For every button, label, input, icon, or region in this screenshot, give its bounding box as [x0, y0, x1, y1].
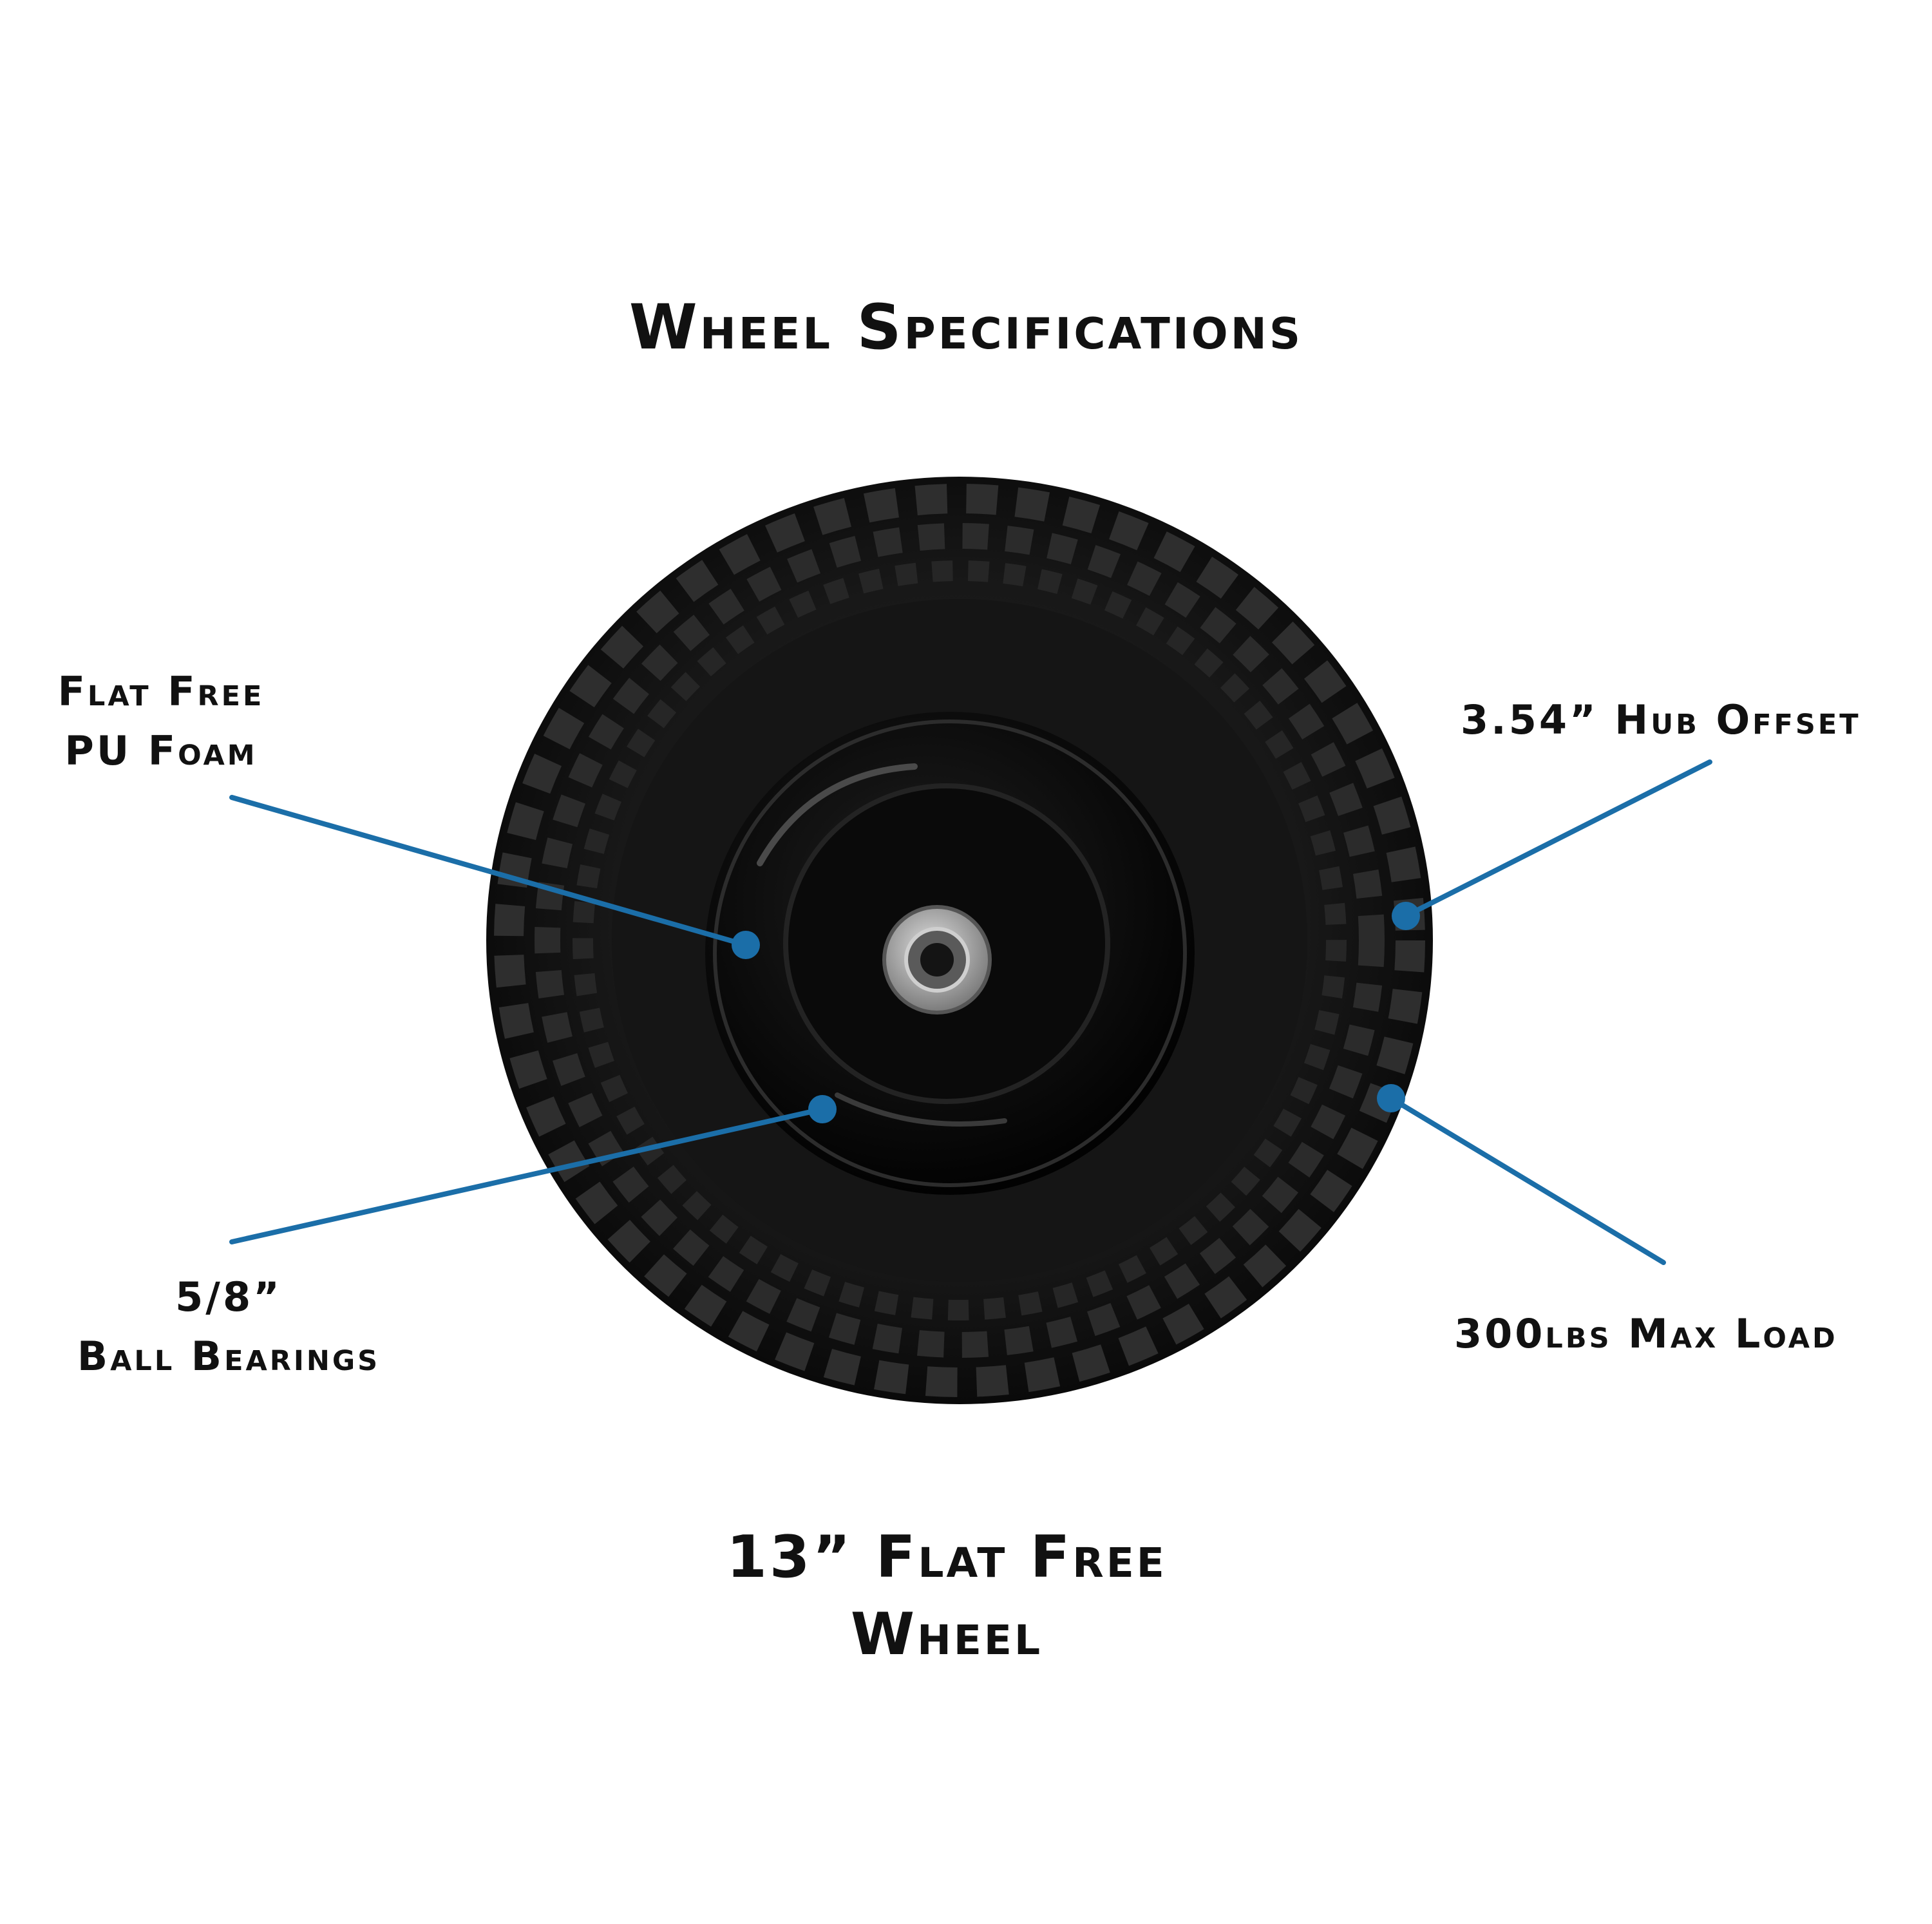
callout-dots	[732, 902, 1420, 1123]
callout-line-bearings	[229, 1107, 825, 1244]
wheel-caption-line2: Wheel	[850, 1601, 1043, 1668]
page-title: Wheel Specifications	[629, 291, 1303, 363]
callout-dot-flat-free	[732, 931, 760, 959]
callout-bearings-line1: 5/8”	[175, 1273, 282, 1320]
hub-bearing	[882, 905, 992, 1014]
callout-dot-max-load	[1377, 1084, 1405, 1112]
callout-line-hub-offset	[1403, 759, 1712, 919]
tread-pattern-outer	[494, 484, 1425, 1397]
tread-pattern-middle	[535, 523, 1385, 1358]
callout-flat-free: Flat Free PU Foam	[39, 662, 283, 781]
tread-pattern-inner	[573, 560, 1347, 1320]
callout-lines	[229, 759, 1712, 1265]
callout-line-flat-free	[229, 795, 748, 948]
callout-max-load-text: 300lbs Max Load	[1454, 1310, 1838, 1357]
callout-line-max-load	[1388, 1096, 1666, 1265]
callout-dot-bearings	[808, 1095, 837, 1123]
wheel-caption: 13” Flat Free Wheel	[0, 1519, 1893, 1673]
wheel-caption-line1: 13” Flat Free	[726, 1523, 1167, 1591]
callout-bearings: 5/8” Ball Bearings	[39, 1268, 419, 1386]
callout-hub-offset-text: 3.54” Hub Offset	[1461, 696, 1861, 743]
callout-dot-hub-offset	[1392, 902, 1420, 930]
callout-flat-free-line2: PU Foam	[64, 727, 258, 774]
callout-flat-free-line1: Flat Free	[57, 668, 265, 715]
callout-bearings-line2: Ball Bearings	[77, 1333, 381, 1380]
callout-max-load: 300lbs Max Load	[1454, 1304, 1838, 1364]
callout-hub-offset: 3.54” Hub Offset	[1461, 691, 1861, 750]
